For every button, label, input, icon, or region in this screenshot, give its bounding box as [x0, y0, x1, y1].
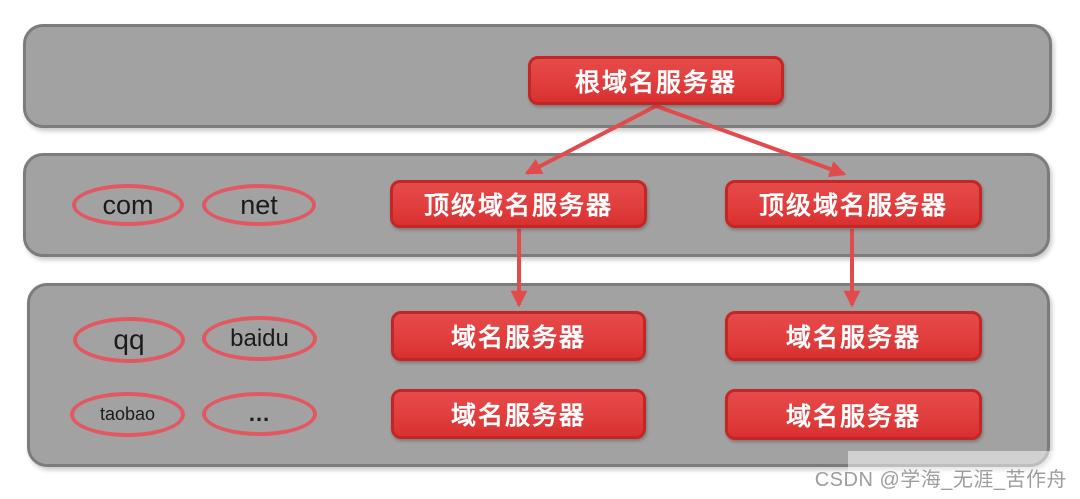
tld-server-box-right: 顶级域名服务器: [725, 180, 982, 228]
dns-server-box-row2-right: 域名服务器: [725, 389, 982, 440]
dns-server-box-row1-left: 域名服务器: [391, 311, 646, 361]
ellipse-net: net: [202, 184, 316, 226]
ellipse-more: ...: [202, 392, 317, 436]
ellipse-com: com: [72, 184, 184, 226]
ellipse-baidu: baidu: [202, 316, 317, 361]
tld-server-box-left: 顶级域名服务器: [390, 180, 647, 228]
root-dns-server-box: 根域名服务器: [528, 56, 784, 105]
dns-server-box-row2-left: 域名服务器: [391, 389, 646, 439]
watermark: CSDN @学海_无涯_苦作舟: [814, 469, 1067, 491]
dns-server-box-row1-right: 域名服务器: [725, 311, 982, 361]
watermark-backdrop: [848, 451, 1080, 499]
ellipse-taobao: taobao: [70, 392, 185, 437]
ellipse-qq: qq: [73, 317, 185, 363]
